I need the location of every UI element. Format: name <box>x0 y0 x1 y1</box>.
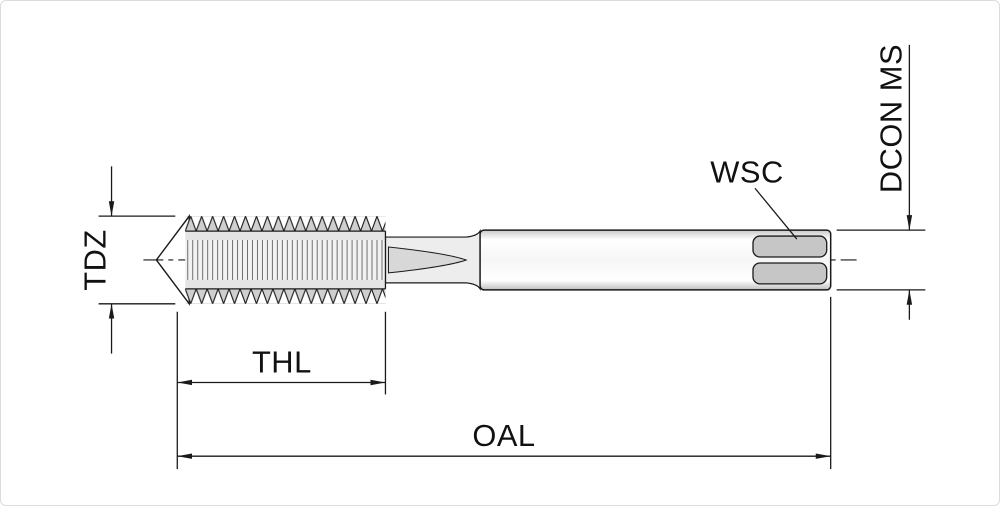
tdz-dimension: TDZ <box>78 166 176 354</box>
shank <box>479 229 832 291</box>
square-drive-top-flat <box>752 235 828 258</box>
square-drive-bottom-flat <box>752 262 828 285</box>
tap-body <box>155 214 832 306</box>
dcon-label: DCON MS <box>873 44 908 193</box>
wsc-label: WSC <box>710 154 784 189</box>
oal-dimension: OAL <box>177 296 832 470</box>
thread-teeth-bottom <box>185 288 386 304</box>
flute-runout <box>387 246 468 274</box>
thread-profile-hatch <box>185 240 386 280</box>
oal-label: OAL <box>472 418 535 453</box>
thread-teeth-top <box>185 216 386 232</box>
thl-dimension: THL <box>176 311 387 470</box>
thread-section <box>185 216 387 304</box>
wsc-leader-line <box>754 187 798 240</box>
square-drive <box>752 235 828 285</box>
dcon-dimension: DCON MS <box>836 44 926 320</box>
tdz-label: TDZ <box>78 229 113 290</box>
thl-label: THL <box>252 345 312 380</box>
wsc-callout: WSC <box>710 154 798 240</box>
